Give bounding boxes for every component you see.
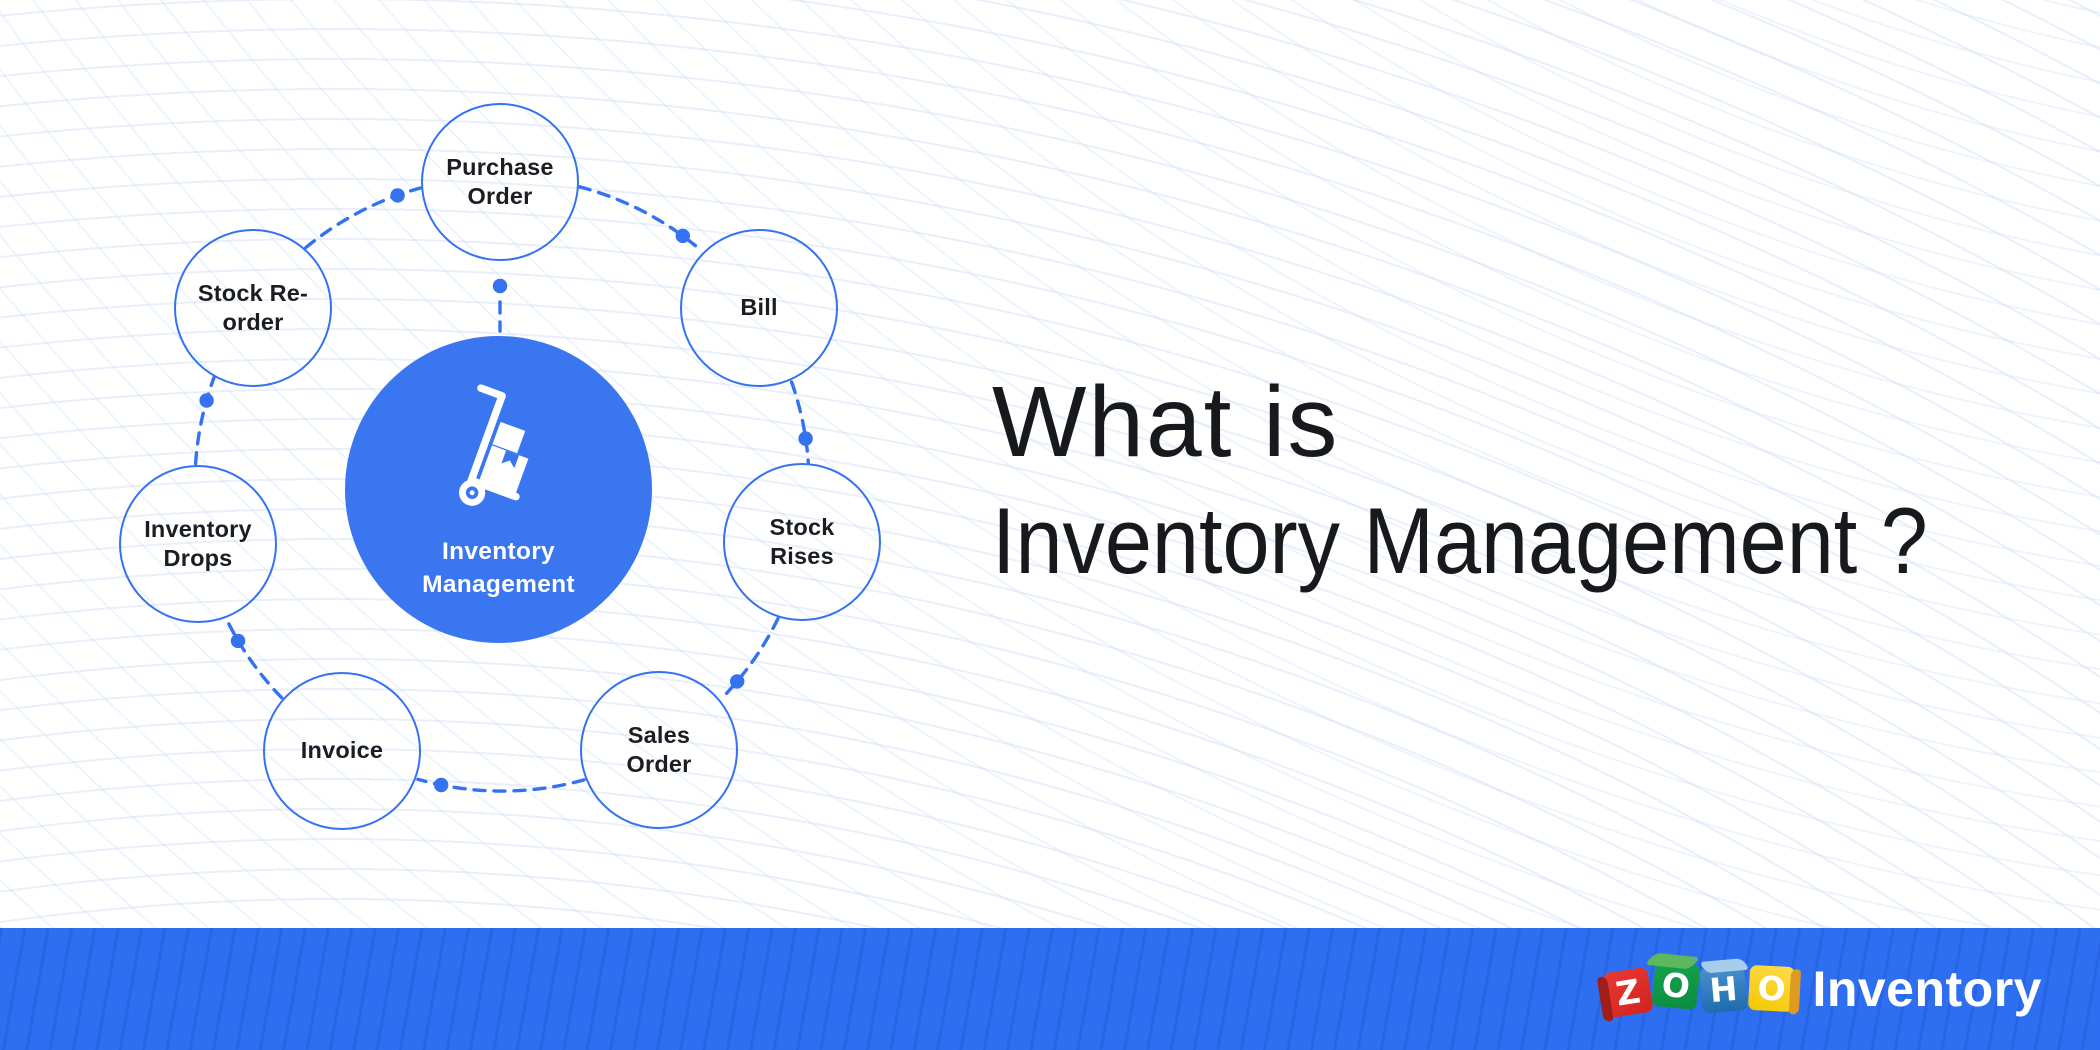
center-node-inventory-management: Inventory Management: [345, 336, 652, 643]
node-sales-order: Sales Order: [580, 671, 738, 829]
title-line-2: Inventory Management ?: [992, 488, 1928, 593]
zoho-logo-blocks: Z O H O: [1602, 960, 1796, 1018]
node-purchase-order: Purchase Order: [421, 103, 579, 261]
center-node-label: Inventory Management: [422, 538, 575, 598]
node-invoice: Invoice: [263, 672, 421, 830]
node-inventory-drops: Inventory Drops: [119, 465, 277, 623]
inventory-cycle-diagram: Purchase Order Bill Stock Rises Sales Or…: [0, 0, 1010, 930]
node-stock-reorder: Stock Re-order: [174, 229, 332, 387]
dashed-ring-connectors: [193, 185, 813, 793]
node-label: Stock Re-order: [197, 279, 309, 335]
hand-truck-icon: [458, 384, 528, 506]
page-title: What is Inventory Management ?: [992, 372, 2032, 588]
logo-block-o-yellow: O: [1748, 964, 1796, 1012]
connector-dots: [199, 188, 813, 793]
node-label: Invoice: [300, 737, 384, 764]
brand-text: Inventory: [1812, 961, 2042, 1017]
logo-block-o-green: O: [1651, 960, 1702, 1010]
zoho-inventory-logo: Z O H O Inventory: [1602, 960, 2042, 1018]
node-label: Stock Rises: [769, 513, 835, 569]
title-line-1: What is: [992, 366, 1340, 478]
node-bill: Bill: [680, 229, 838, 387]
node-label: Sales Order: [626, 721, 692, 777]
node-label: Inventory Drops: [144, 515, 252, 571]
node-label: Bill: [740, 294, 778, 321]
logo-block-h: H: [1699, 964, 1749, 1014]
node-label: Purchase Order: [446, 153, 554, 209]
logo-block-z: Z: [1602, 966, 1655, 1018]
node-stock-rises: Stock Rises: [723, 463, 881, 621]
footer-bar: Z O H O Inventory: [0, 928, 2100, 1050]
